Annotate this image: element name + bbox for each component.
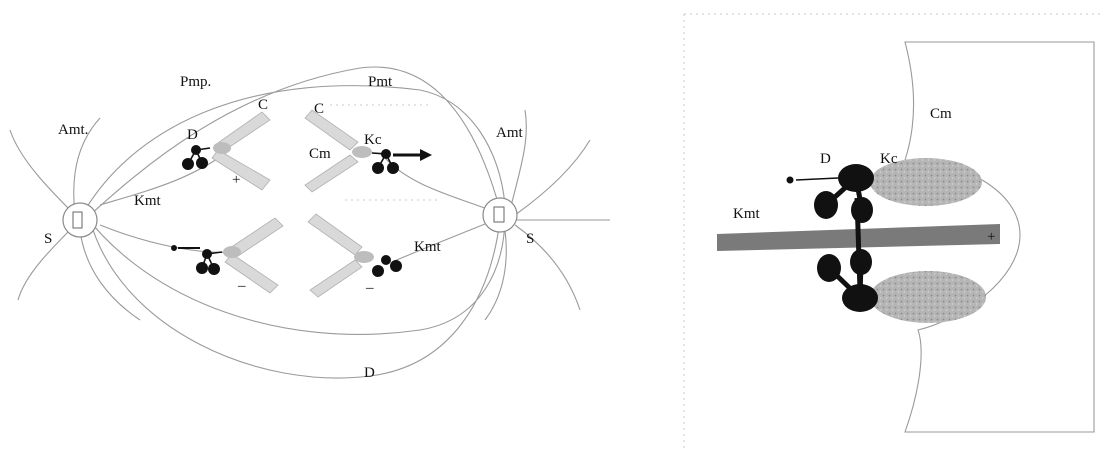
astral-mt — [515, 140, 590, 215]
polar-microtubule-lower — [85, 215, 505, 334]
kinetochore-detail-panel: Cm D Kc Kmt + — [684, 14, 1100, 450]
chromosome-lower-left — [171, 218, 283, 293]
plus-sign-detail: + — [987, 229, 995, 245]
label-c-right: C — [314, 101, 324, 117]
plus-sign-upper: + — [232, 172, 240, 188]
label-d-detail: D — [820, 151, 831, 167]
chromosome-upper-left — [182, 112, 270, 190]
chromosome-lower-right — [308, 214, 402, 297]
spindle-pole-right — [483, 198, 517, 232]
label-amt-left: Amt. — [58, 122, 88, 138]
minus-sign-lower-left: – — [237, 278, 246, 294]
astral-mt — [515, 225, 580, 310]
kinetochore-mt-left-lower — [100, 225, 240, 253]
label-d-upper: D — [187, 127, 198, 143]
kinetochore-mt-right-lower — [392, 222, 490, 262]
dynein-complex-lower — [817, 249, 878, 312]
dynein-complex-upper — [787, 164, 875, 223]
spindle-diagram: Pmp. Pmt Amt. Amt C C D Cm Kc Kmt Kmt S … — [10, 67, 610, 381]
label-amt-right: Amt — [496, 125, 524, 141]
spindle-pole-left — [63, 203, 97, 237]
label-kmt-detail: Kmt — [733, 206, 761, 222]
label-cm: Cm — [309, 146, 331, 162]
kinetochore-lower — [870, 271, 986, 323]
label-d-bottom: D — [364, 365, 375, 381]
label-s-right: S — [526, 231, 534, 247]
label-pmt: Pmt — [368, 74, 393, 90]
kinetochore-mt-right-upper — [385, 158, 490, 210]
astral-mt — [10, 130, 75, 215]
label-pmp: Pmp. — [180, 74, 211, 90]
label-cm-detail: Cm — [930, 106, 952, 122]
label-kc-detail: Kc — [880, 151, 898, 167]
label-kmt-upper: Kmt — [134, 193, 162, 209]
label-kc: Kc — [364, 132, 382, 148]
label-c-left: C — [258, 97, 268, 113]
kinetochore-mt-left-upper — [100, 150, 230, 205]
label-kmt-lower: Kmt — [414, 239, 442, 255]
dynein-stalk — [857, 198, 860, 290]
label-s-left: S — [44, 231, 52, 247]
minus-sign-lower-right: – — [365, 280, 374, 296]
polar-microtubule-upper — [85, 86, 505, 210]
